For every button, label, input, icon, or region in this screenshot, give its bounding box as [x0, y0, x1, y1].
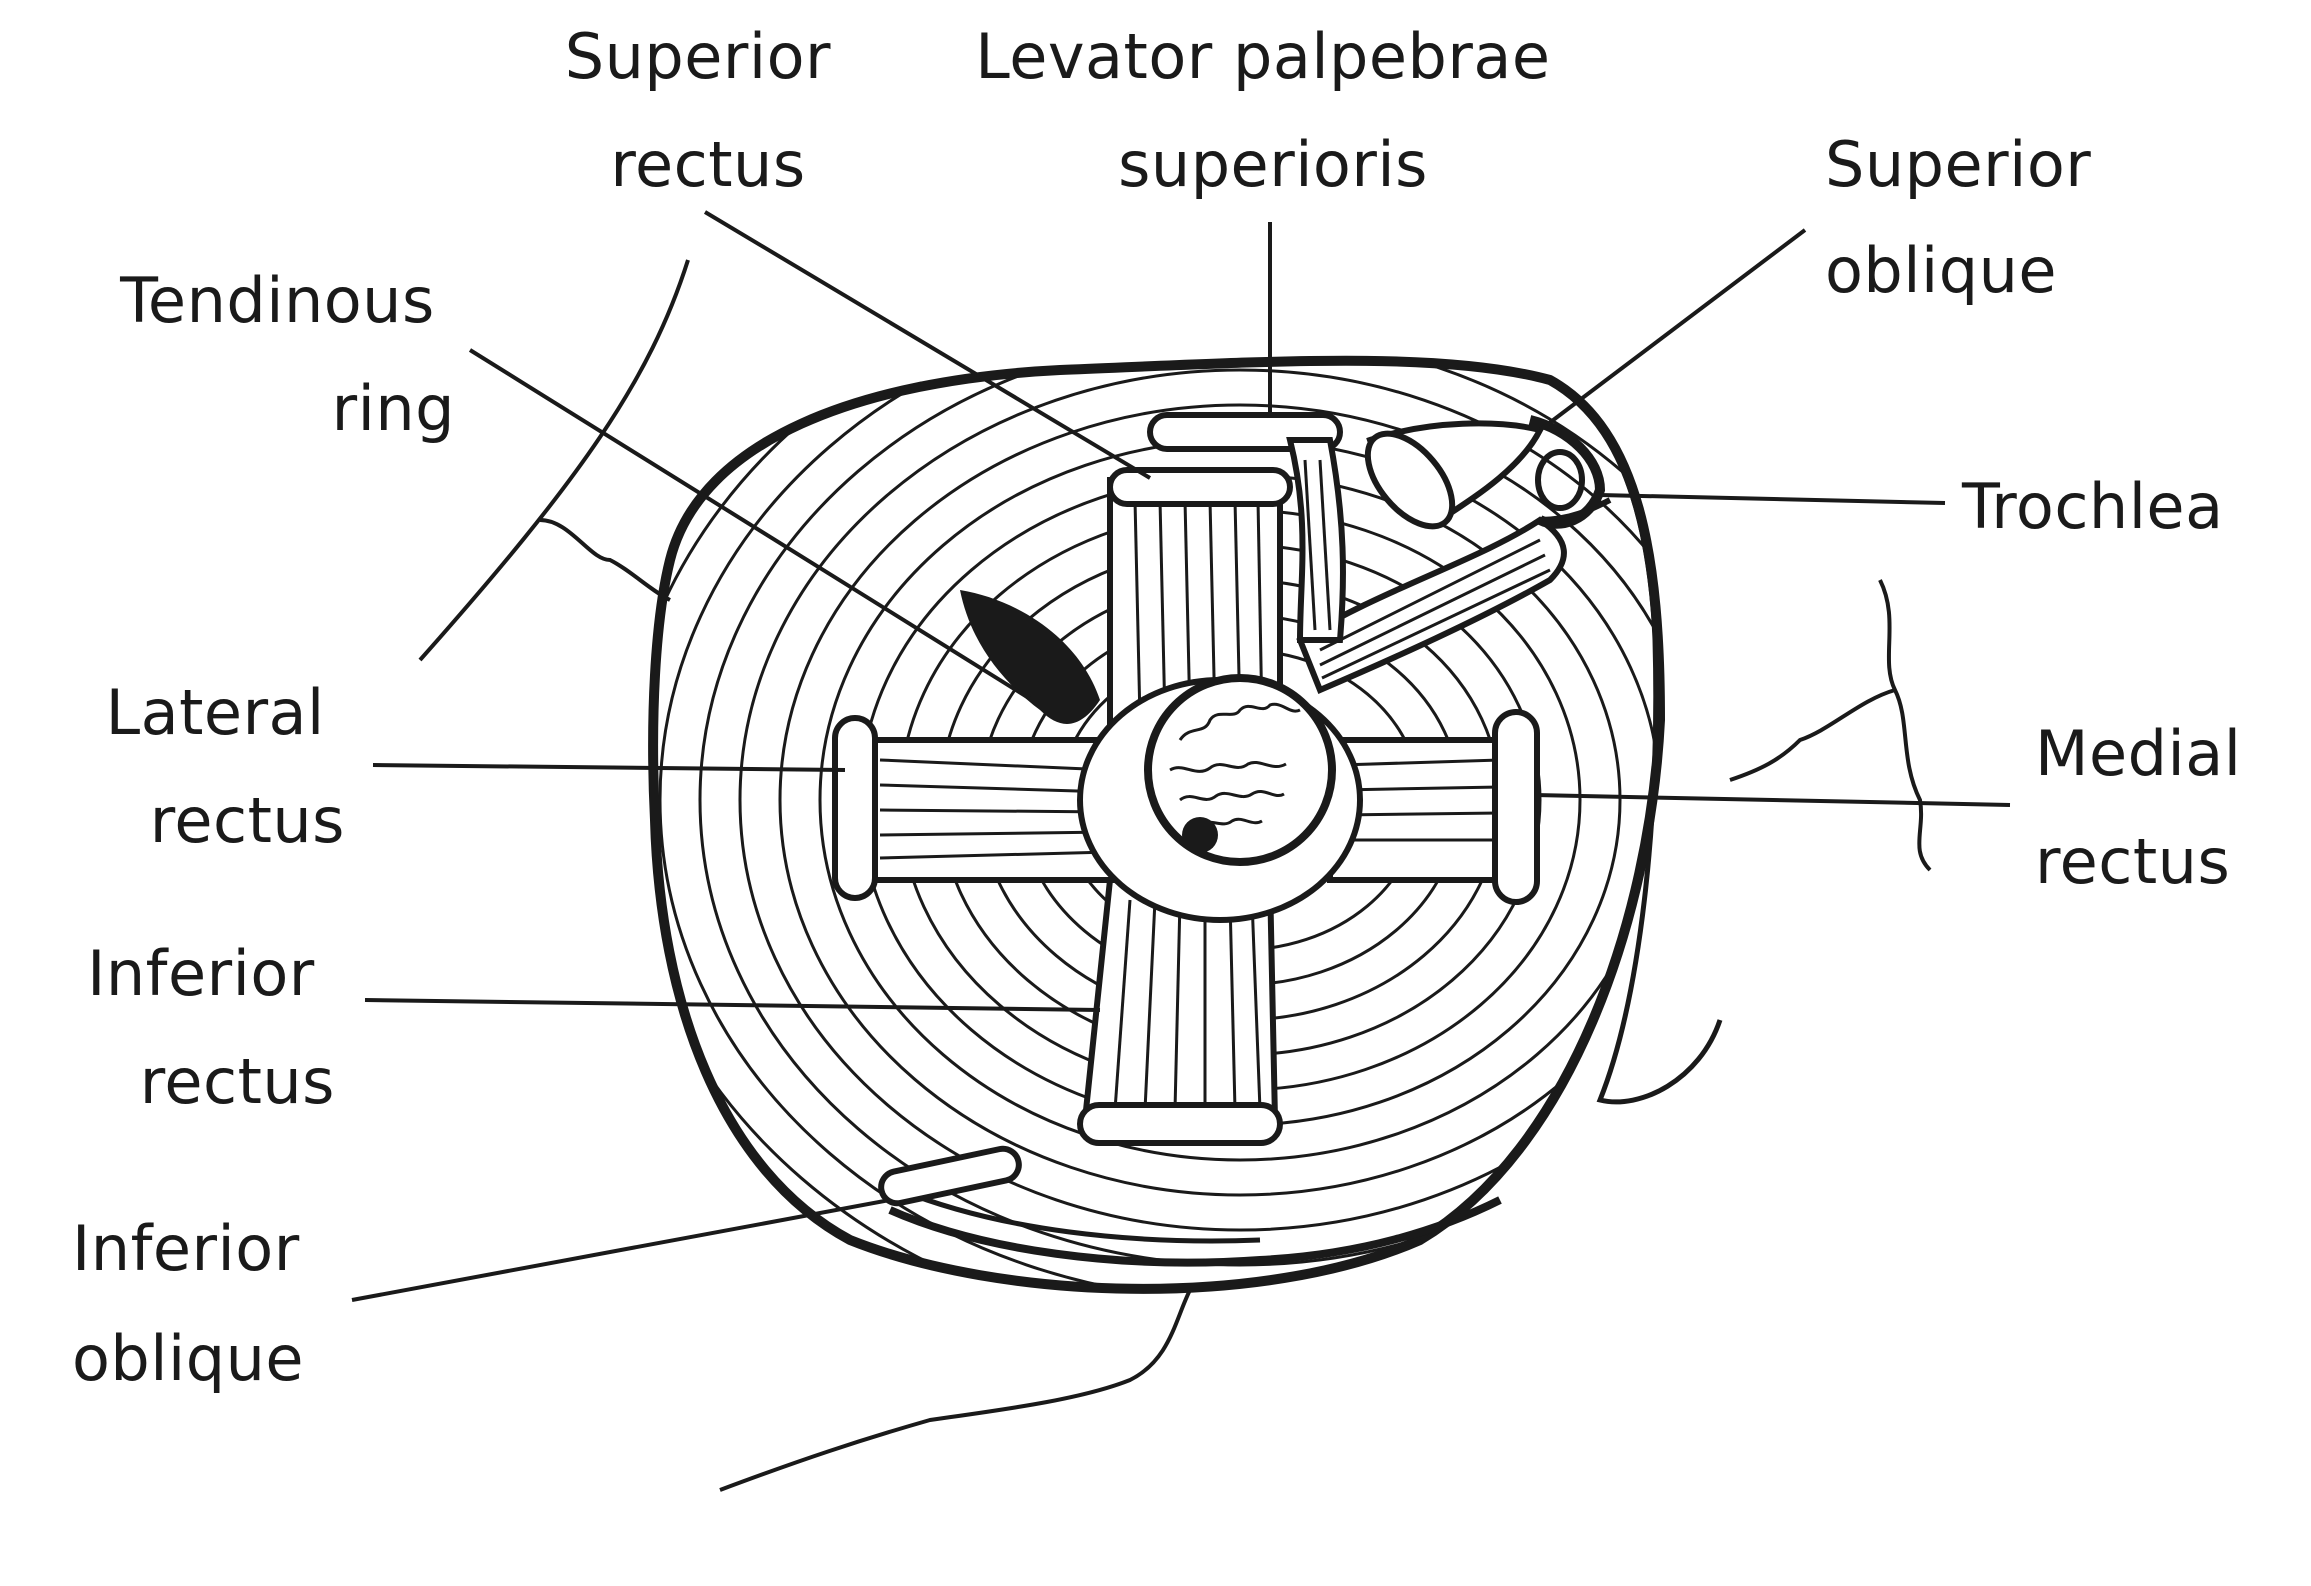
label-tendinous-ring: Tendinous ring	[119, 264, 455, 445]
rectus-muscles-cross	[832, 467, 1540, 1146]
label-inferior-oblique: Inferior oblique	[72, 1212, 320, 1395]
leader-trochlea	[1599, 493, 1946, 505]
levator-palpebrae-muscle	[1147, 412, 1346, 643]
labels: Superior rectus Levator palpebrae superi…	[72, 20, 2262, 1395]
orbit-sketch	[418, 259, 1932, 1492]
label-levator-palpebrae-superioris: Levator palpebrae superioris	[975, 20, 1571, 201]
leader-inferior-oblique	[351, 1198, 891, 1302]
leader-inferior-rectus	[364, 998, 1101, 1012]
leader-tendinous-ring	[468, 348, 1042, 707]
label-trochlea: Trochlea	[1961, 470, 2224, 543]
trochlea-structure	[1528, 415, 1612, 529]
label-medial-rectus: Medial rectus	[2035, 717, 2262, 898]
leader-superior-oblique	[1538, 228, 1807, 432]
optic-nerve	[1144, 674, 1336, 866]
leader-lateral-rectus	[372, 763, 846, 772]
inferior-shading	[888, 1187, 1502, 1267]
superior-oblique-muscle	[1296, 420, 1567, 694]
inferior-oblique-muscle	[878, 1145, 1022, 1207]
label-superior-rectus: Superior rectus	[565, 20, 852, 201]
leader-superior-rectus	[703, 210, 1152, 480]
label-superior-oblique: Superior oblique	[1825, 128, 2112, 307]
label-inferior-rectus: Inferior rectus	[87, 937, 335, 1118]
label-lateral-rectus: Lateral rectus	[106, 676, 345, 857]
leader-medial-rectus	[1534, 793, 2011, 807]
leader-lines	[351, 210, 2011, 1302]
